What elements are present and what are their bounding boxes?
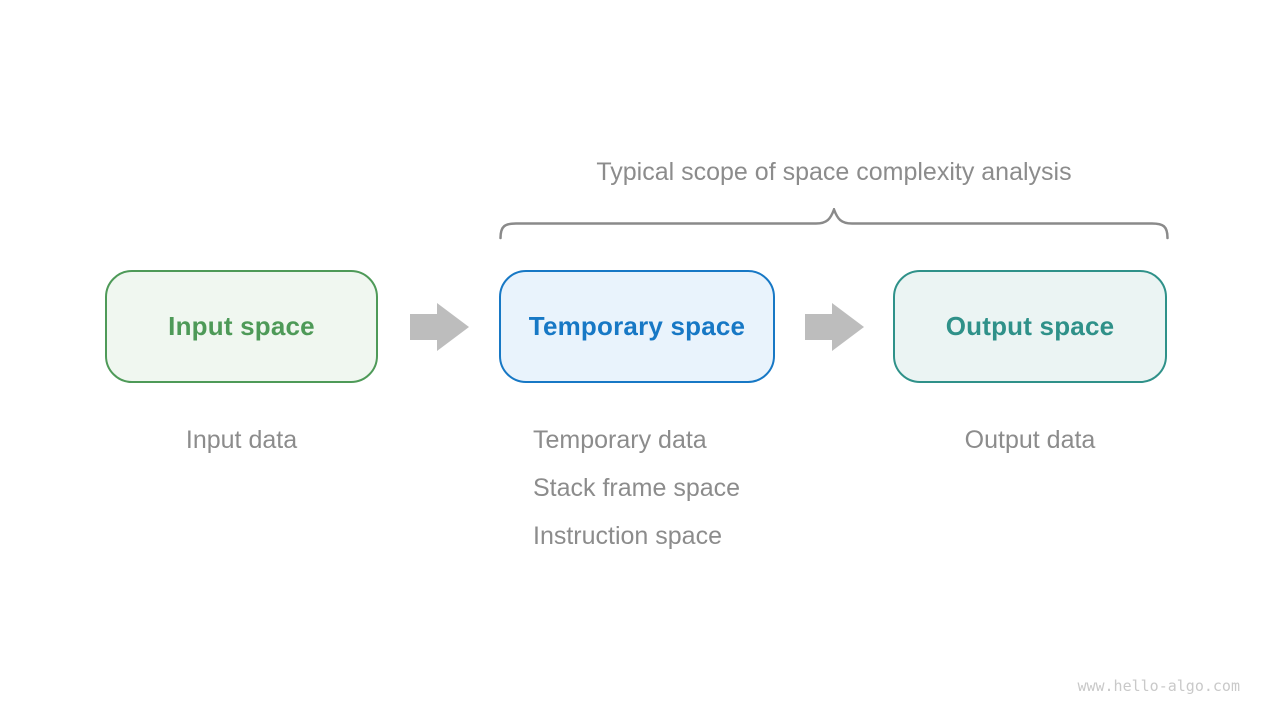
arrow-right-icon: [410, 303, 469, 351]
scope-title: Typical scope of space complexity analys…: [596, 158, 1072, 186]
output-space-label: Output space: [945, 311, 1115, 341]
temporary-notes-list: Temporary data Stack frame space Instruc…: [533, 416, 740, 560]
curly-brace-path: [499, 208, 1169, 240]
output-space-box: Output space: [893, 270, 1167, 383]
instruction-space-label: Instruction space: [533, 522, 722, 550]
temporary-data-label: Temporary data: [533, 426, 707, 454]
curly-brace-icon: [499, 208, 1169, 240]
input-space-box: Input space: [105, 270, 378, 383]
input-data-label: Input data: [185, 426, 298, 454]
arrow-right-shape: [410, 303, 469, 351]
stack-frame-space-label: Stack frame space: [533, 474, 741, 502]
input-space-label: Input space: [168, 311, 315, 341]
temporary-space-box: Temporary space: [499, 270, 775, 383]
temporary-space-label: Temporary space: [528, 311, 746, 341]
arrow-right-shape: [805, 303, 864, 351]
arrow-right-icon: [805, 303, 864, 351]
watermark: www.hello-algo.com: [1077, 677, 1240, 695]
output-data-label: Output data: [964, 426, 1096, 454]
